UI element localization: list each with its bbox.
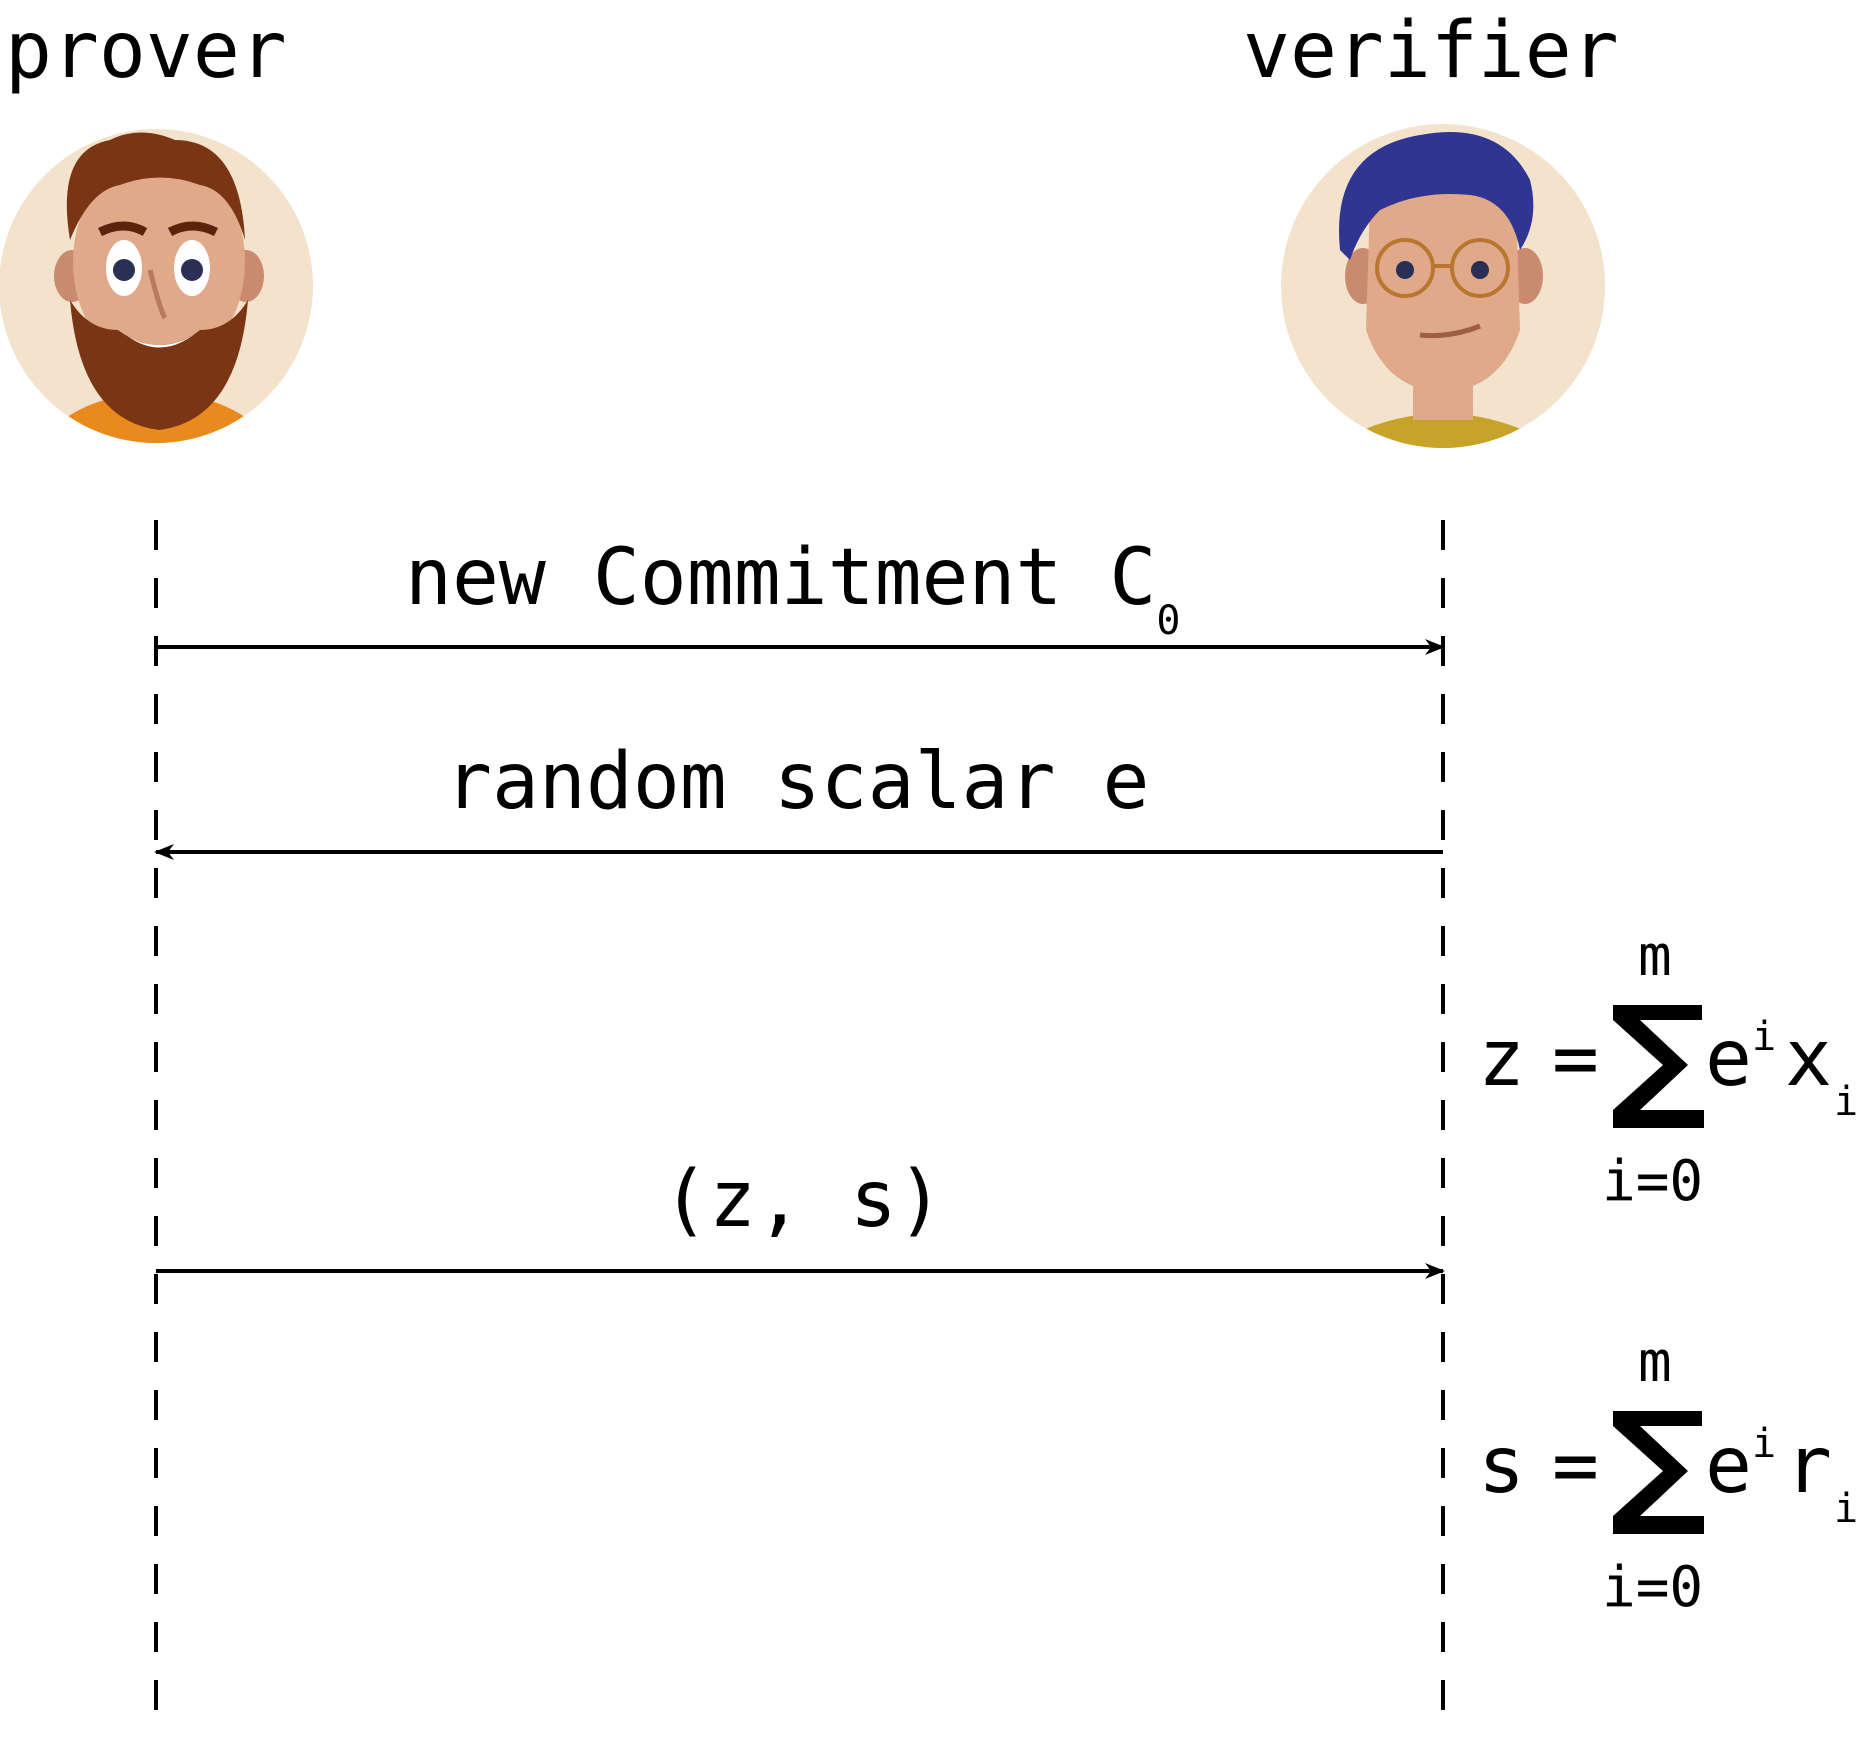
verifier-avatar xyxy=(1281,124,1605,448)
message-response-label: (z, s) xyxy=(662,1155,944,1245)
formula-z-term: x xyxy=(1785,1014,1832,1104)
message-response: (z, s) xyxy=(156,1155,1445,1279)
formula-z-eq: = xyxy=(1552,1014,1599,1104)
prover-label: prover xyxy=(5,6,287,96)
formula-s-lhs: s xyxy=(1478,1421,1525,1511)
formula-z-upper: m xyxy=(1638,924,1672,989)
message-random-scalar: random scalar e xyxy=(154,737,1443,860)
formula-s-sigma xyxy=(1613,1411,1704,1534)
formula-z: m z = e i x i i=0 xyxy=(1478,924,1858,1214)
formula-s-base: e xyxy=(1705,1421,1752,1511)
formula-s: m s = e i r i i=0 xyxy=(1478,1330,1858,1620)
message-commitment-label: new Commitment C xyxy=(405,533,1156,623)
message-commitment: new Commitment C0 xyxy=(156,533,1445,655)
formula-z-sigma xyxy=(1613,1005,1704,1128)
formula-z-base: e xyxy=(1705,1014,1752,1104)
message-commitment-subscript: 0 xyxy=(1156,598,1180,644)
formula-s-lower: i=0 xyxy=(1602,1555,1703,1620)
formula-z-lhs: z xyxy=(1478,1014,1525,1104)
formula-s-sub: i xyxy=(1834,1486,1858,1532)
formula-s-eq: = xyxy=(1552,1421,1599,1511)
verifier-label: verifier xyxy=(1243,6,1619,96)
message-random-scalar-label: random scalar e xyxy=(445,737,1149,827)
prover-avatar xyxy=(0,129,313,443)
formula-s-upper: m xyxy=(1638,1330,1672,1395)
formula-z-sub: i xyxy=(1834,1079,1858,1125)
formula-z-lower: i=0 xyxy=(1602,1149,1703,1214)
formula-s-term: r xyxy=(1785,1421,1832,1511)
formula-z-exp: i xyxy=(1752,1014,1776,1060)
formula-s-exp: i xyxy=(1752,1421,1776,1467)
svg-text:new Commitment C0: new Commitment C0 xyxy=(405,533,1180,644)
